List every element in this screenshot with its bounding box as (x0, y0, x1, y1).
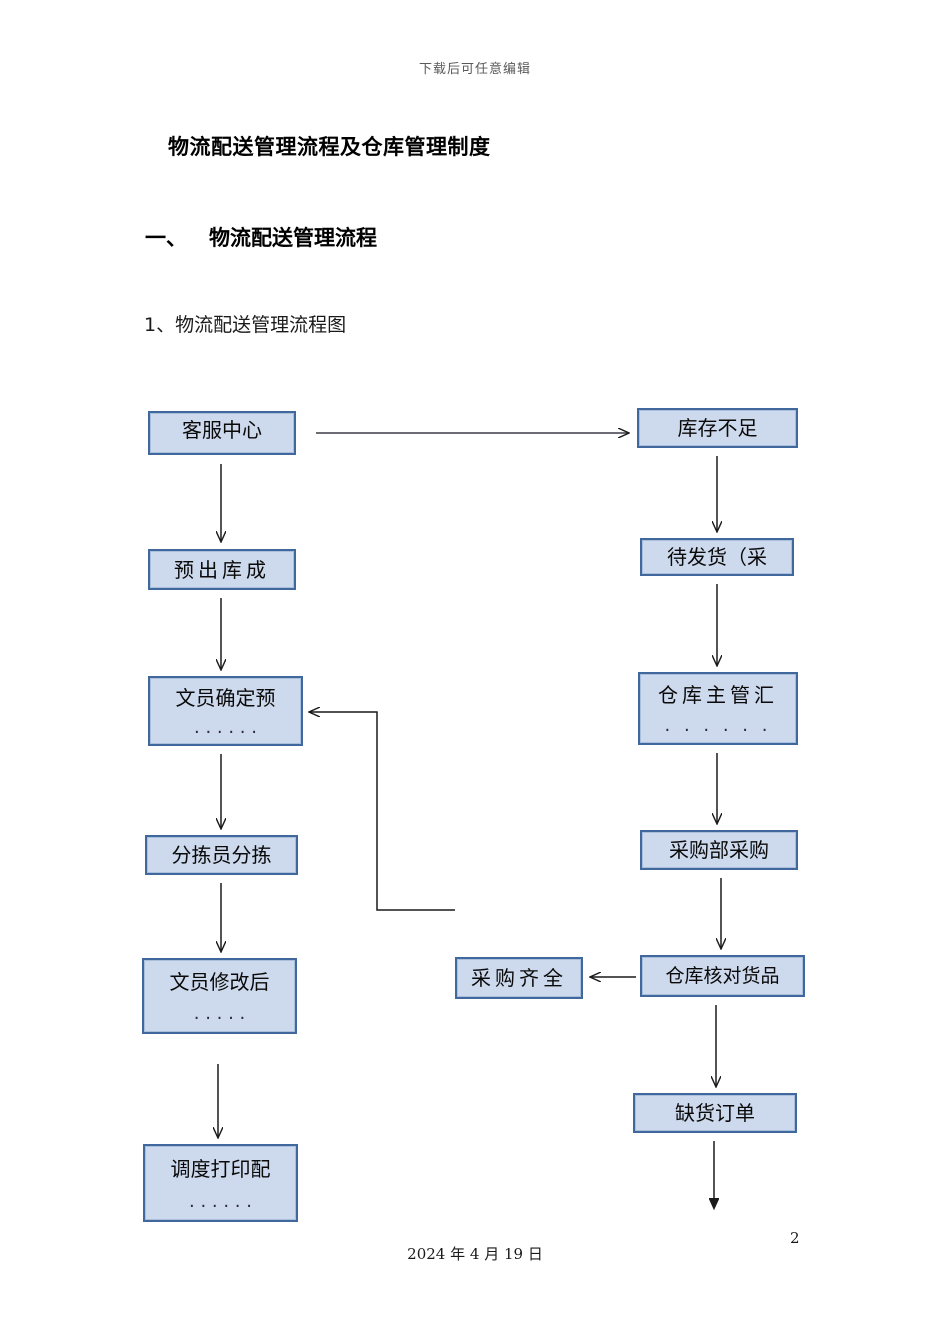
flow-node-diaodu-dayin-pei[interactable]: 调度打印配 · · · · · · (143, 1144, 298, 1222)
flow-node-kucun-buzu[interactable]: 库存不足 (637, 408, 798, 448)
flow-node-caigou-qiquan[interactable]: 采购齐全 (455, 957, 583, 999)
flow-node-cangku-hedui-huopin[interactable]: 仓库核对货品 (640, 955, 805, 997)
flow-node-label-overflow: · · · · · (193, 1008, 246, 1029)
flow-node-label: 仓库核对货品 (665, 965, 780, 987)
flow-node-label: 预出库成 (174, 558, 270, 582)
flow-node-label-overflow: · · · · · · (194, 722, 257, 743)
flow-node-wenyuan-queding-yu[interactable]: 文员确定预 · · · · · · (148, 676, 303, 746)
flow-node-fenjianyuan-fenjian[interactable]: 分拣员分拣 (145, 835, 298, 875)
flow-node-label: 仓库主管汇 (658, 683, 778, 707)
flow-node-yu-chuku-cheng[interactable]: 预出库成 (148, 549, 296, 590)
flow-node-label-overflow: · · · · · · (664, 720, 772, 741)
flow-node-label: 库存不足 (677, 416, 758, 440)
flow-node-label: 客服中心 (182, 418, 262, 442)
flow-node-label: 文员确定预 (175, 686, 276, 710)
flow-node-label: 调度打印配 (170, 1157, 271, 1181)
flow-node-label: 采购部采购 (669, 838, 769, 862)
flow-node-label-overflow: · · · · · · (189, 1196, 252, 1217)
section-title: 物流配送管理流程 (209, 226, 377, 250)
flow-node-label: 缺货订单 (675, 1101, 755, 1125)
flow-node-wenyuan-xiugai-hou[interactable]: 文员修改后 · · · · · (142, 958, 297, 1034)
document-title: 物流配送管理流程及仓库管理制度 (168, 135, 491, 159)
flow-node-kefu-zhongxin[interactable]: 客服中心 (148, 411, 296, 455)
flow-node-daifahuo-cai[interactable]: 待发货（采 (640, 538, 794, 576)
flow-node-label: 采购齐全 (471, 966, 567, 990)
page-header-note: 下载后可任意编辑 (418, 62, 531, 77)
flow-node-label: 文员修改后 (169, 970, 270, 994)
flow-node-label: 待发货（采 (667, 545, 767, 569)
flow-node-caigoubu-caigou[interactable]: 采购部采购 (640, 830, 798, 870)
page-number: 2 (790, 1229, 800, 1247)
footer-date: 2024 年 4 月 19 日 (407, 1245, 543, 1263)
section-heading: 一、物流配送管理流程 (145, 222, 377, 252)
section-number: 一、 (145, 226, 187, 250)
edge-feedback-loop (310, 712, 455, 911)
flow-node-cangku-zhuguan-hui[interactable]: 仓库主管汇 · · · · · · (638, 672, 798, 745)
sub-heading: 1、物流配送管理流程图 (144, 314, 347, 336)
flow-node-label: 分拣员分拣 (171, 843, 272, 867)
flow-node-quehuo-dingdan[interactable]: 缺货订单 (633, 1093, 797, 1133)
